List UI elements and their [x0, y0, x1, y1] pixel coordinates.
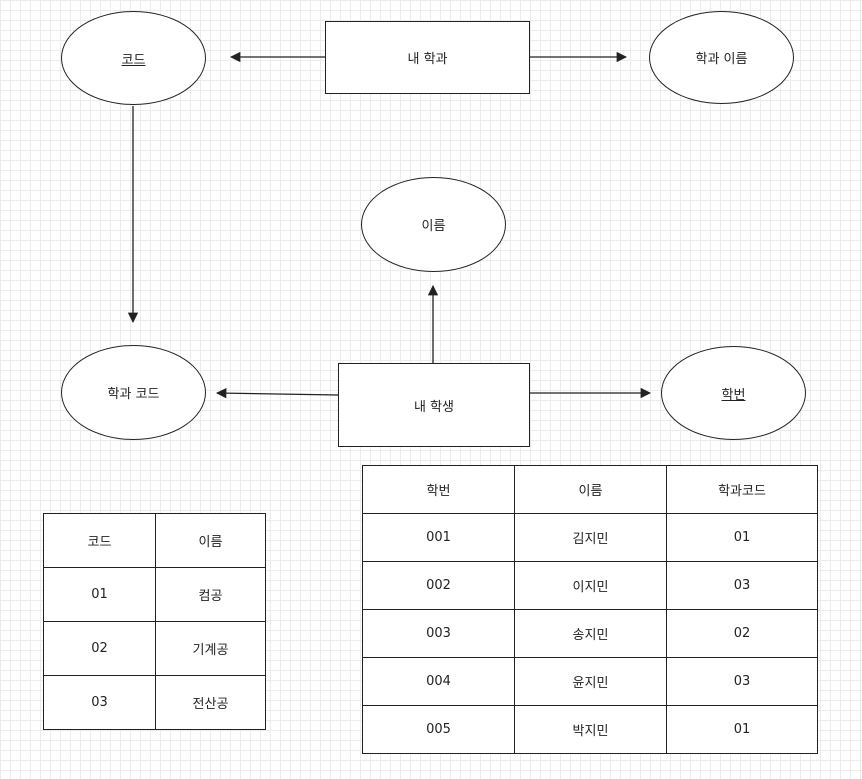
table-cell: 03 — [666, 561, 818, 610]
table-cell: 03 — [666, 657, 818, 706]
table-row: 004 윤지민 03 — [362, 657, 818, 706]
header-cell: 이름 — [514, 465, 667, 514]
entity-student[interactable]: 내 학생 — [338, 363, 530, 447]
entity-department[interactable]: 내 학과 — [325, 21, 530, 94]
attr-dept-code-ellipse[interactable]: 학과 코드 — [61, 345, 206, 440]
department-table: 코드 이름 01 컴공 02 기계공 03 전산공 — [43, 513, 266, 730]
attr-name-ellipse[interactable]: 이름 — [361, 177, 506, 272]
table-header-row: 코드 이름 — [43, 513, 266, 568]
table-cell: 004 — [362, 657, 515, 706]
table-cell: 이지민 — [514, 561, 667, 610]
header-cell: 이름 — [155, 513, 266, 568]
attr-dept-name-label: 학과 이름 — [695, 52, 748, 67]
header-cell: 학번 — [362, 465, 515, 514]
table-cell: 002 — [362, 561, 515, 610]
table-cell: 02 — [666, 609, 818, 658]
student-table: 학번 이름 학과코드 001 김지민 01 002 이지민 03 003 송지민… — [362, 465, 818, 754]
table-cell: 001 — [362, 513, 515, 562]
edge-student-to-dept-code — [215, 387, 339, 399]
table-cell: 박지민 — [514, 705, 667, 754]
table-header-row: 학번 이름 학과코드 — [362, 465, 818, 514]
table-row: 03 전산공 — [43, 675, 266, 730]
attr-dept-code-label: 학과 코드 — [107, 387, 160, 402]
table-cell: 01 — [666, 513, 818, 562]
table-cell: 02 — [43, 621, 156, 676]
attr-student-id-label: 학번 — [721, 387, 746, 403]
table-cell: 01 — [666, 705, 818, 754]
attr-student-id-ellipse[interactable]: 학번 — [661, 346, 806, 440]
table-cell: 컴공 — [155, 567, 266, 622]
table-cell: 송지민 — [514, 609, 667, 658]
table-cell: 기계공 — [155, 621, 266, 676]
table-row: 005 박지민 01 — [362, 705, 818, 754]
attr-code-label: 코드 — [121, 52, 146, 68]
attr-name-label: 이름 — [421, 219, 446, 234]
attr-code-ellipse[interactable]: 코드 — [61, 11, 206, 105]
table-row: 01 컴공 — [43, 567, 266, 622]
entity-department-label: 내 학과 — [407, 52, 448, 67]
table-row: 02 기계공 — [43, 621, 266, 676]
table-cell: 김지민 — [514, 513, 667, 562]
header-cell: 코드 — [43, 513, 156, 568]
table-row: 003 송지민 02 — [362, 609, 818, 658]
table-cell: 윤지민 — [514, 657, 667, 706]
table-row: 002 이지민 03 — [362, 561, 818, 610]
table-cell: 005 — [362, 705, 515, 754]
table-cell: 003 — [362, 609, 515, 658]
table-row: 001 김지민 01 — [362, 513, 818, 562]
table-cell: 03 — [43, 675, 156, 730]
table-cell: 전산공 — [155, 675, 266, 730]
entity-student-label: 내 학생 — [413, 399, 454, 415]
header-cell: 학과코드 — [666, 465, 818, 514]
attr-dept-name-ellipse[interactable]: 학과 이름 — [649, 11, 794, 104]
table-cell: 01 — [43, 567, 156, 622]
